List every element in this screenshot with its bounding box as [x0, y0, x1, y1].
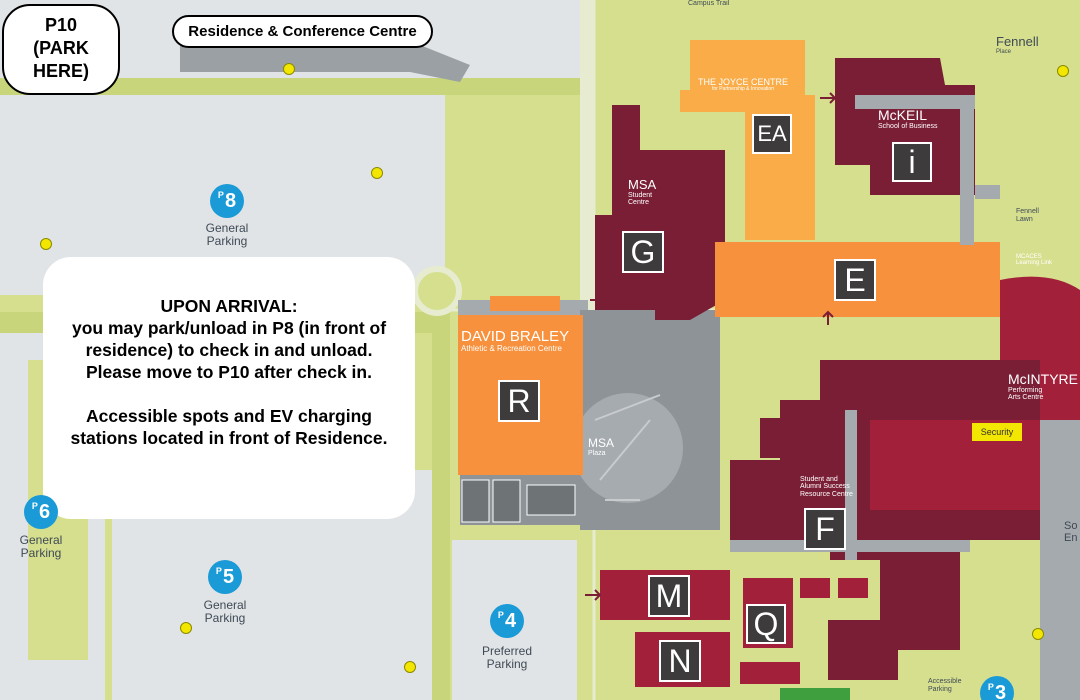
parking-label-line: Preferred [481, 644, 533, 658]
building-sub: Resource Centre [800, 490, 853, 498]
parking-label-line: Parking [486, 657, 528, 672]
building-name: McKEIL [878, 107, 928, 123]
building-code-e[interactable]: E [834, 259, 876, 301]
info-line: stations located in front of Residence. [70, 428, 388, 448]
p10-callout-line: HERE) [32, 61, 89, 81]
plaza-sub: Plaza [588, 449, 606, 457]
building-sub: School of Business [878, 122, 938, 130]
campus-trail-label: Campus Trail [688, 0, 730, 7]
building-code-ea[interactable]: EA [752, 114, 792, 154]
arrival-info-box: UPON ARRIVAL: you may park/unload in P8 … [43, 257, 415, 519]
building-sub: Student [628, 191, 653, 199]
place-name: Fennell [996, 34, 1039, 49]
parking-label-line: General [203, 598, 247, 612]
p10-callout-line: (PARK [33, 38, 89, 58]
parking-label-line: Parking [20, 546, 62, 561]
p10-callout: P10 (PARK HERE) [2, 4, 120, 95]
building-code-g[interactable]: G [622, 231, 664, 273]
building-code-r[interactable]: R [498, 380, 540, 422]
place-sub: Place [996, 49, 1012, 56]
place-name: Fennell [1016, 208, 1039, 215]
parking-label-line: General [205, 221, 249, 235]
building-code-i[interactable]: i [892, 142, 932, 182]
info-line: Please move to P10 after check in. [86, 362, 372, 382]
building-name: MSA [628, 177, 657, 192]
building-code-f[interactable]: F [804, 508, 846, 550]
mckeil-shape [835, 58, 975, 195]
parking-number: 6 [38, 500, 51, 523]
info-line: residence) to check in and unload. [85, 340, 373, 360]
building-sub: Performing [1008, 386, 1043, 394]
marker-dot [371, 167, 383, 179]
building-code-q[interactable]: Q [746, 604, 786, 644]
marker-dot [404, 661, 416, 673]
parking-number: 5 [222, 565, 235, 588]
info-line: Accessible spots and EV charging [86, 406, 372, 426]
place-sub: Lawn [1016, 215, 1033, 223]
parking-number: 8 [224, 189, 237, 212]
marker-dot [40, 238, 52, 250]
marker-dot [180, 622, 192, 634]
building-name: DAVID BRALEY [461, 328, 570, 345]
parking-label-line: General [19, 533, 63, 547]
accessible-name: Accessible [928, 678, 962, 685]
parking-number: 4 [504, 609, 517, 632]
building-sub: Student and [800, 476, 838, 483]
building-sub: Arts Centre [1008, 394, 1044, 402]
parking-label-line: Parking [206, 234, 248, 249]
building-name: THE JOYCE CENTRE [698, 77, 789, 87]
plaza-name: MSA [588, 436, 615, 450]
building-name: McINTYRE [1008, 371, 1078, 387]
building-code-m[interactable]: M [648, 575, 690, 617]
joyce-centre-shape [680, 40, 815, 240]
building-sub: Athletic & Recreation Centre [461, 343, 562, 353]
building-code-n[interactable]: N [659, 640, 701, 682]
security-label[interactable]: Security [972, 423, 1022, 441]
building-sub: Centre [628, 198, 650, 206]
marker-dot [1057, 65, 1069, 77]
p10-callout-line: P10 [44, 15, 78, 35]
marker-dot [1032, 628, 1044, 640]
parking-number: 3 [994, 681, 1007, 700]
edge-text: So [1064, 520, 1078, 532]
edge-text: En [1064, 532, 1078, 545]
building-sub: Alumni Success [800, 483, 850, 491]
mcaces-name: MCACES [1016, 254, 1042, 260]
info-line: UPON ARRIVAL: [160, 296, 298, 316]
marker-dot [283, 63, 295, 75]
residence-callout: Residence & Conference Centre [172, 15, 433, 48]
info-line: you may park/unload in P8 (in front of [71, 318, 387, 338]
building-sub: for Partnership & Innovation [712, 86, 774, 93]
accessible-sub: Parking [928, 685, 952, 693]
mcaces-sub: Learning Link [1016, 260, 1053, 267]
parking-label-line: Parking [204, 611, 246, 626]
